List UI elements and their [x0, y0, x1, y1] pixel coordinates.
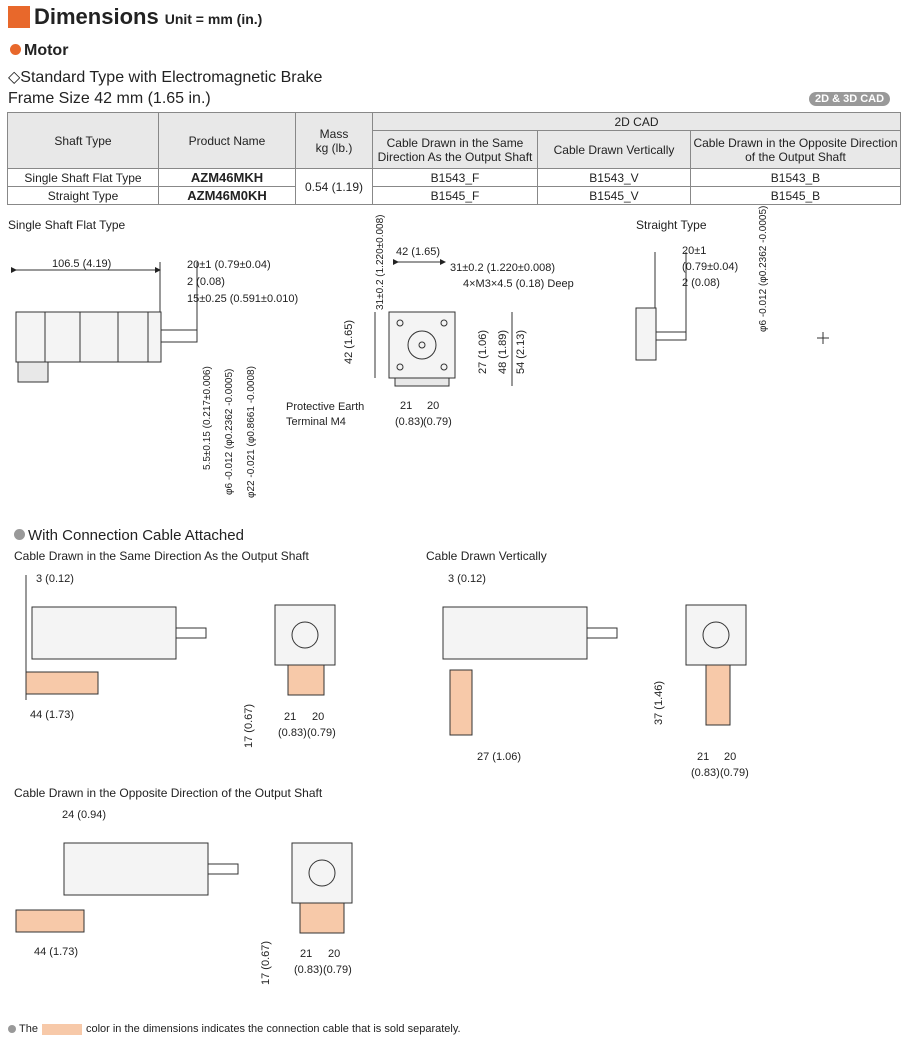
- c-dim-20a: 20: [312, 711, 324, 723]
- table-row: Straight Type AZM46M0KH B1545_F B1545_V …: [7, 186, 901, 205]
- page-title: Dimensions: [34, 4, 159, 29]
- page-heading: Dimensions Unit = mm (in.): [8, 4, 262, 30]
- dim-27: 27 (1.06): [477, 330, 489, 374]
- cable-same-front: [274, 604, 336, 696]
- cable-vert-title: Cable Drawn Vertically: [426, 549, 547, 563]
- c-dim-083a: (0.83): [278, 727, 307, 739]
- c-dim-083b: (0.83): [691, 767, 720, 779]
- pe-label2: Terminal M4: [286, 416, 346, 428]
- c-dim-20b: 20: [724, 751, 736, 763]
- dim-6: φ6 -0.012 (φ0.2362 -0.0005): [224, 369, 235, 495]
- col-shaft-type: Shaft Type: [7, 112, 159, 169]
- bullet-icon: [8, 1025, 16, 1033]
- motor-label: Motor: [24, 42, 69, 59]
- s-dim-20: 20±1: [682, 245, 706, 257]
- c-dim-44b: 44 (1.73): [34, 946, 78, 958]
- dim-15: 15±0.25 (0.591±0.010): [187, 293, 298, 305]
- cell-mass: 0.54 (1.19): [295, 168, 373, 205]
- col-cable-same: Cable Drawn in the Same Direction As the…: [372, 130, 538, 169]
- c-dim-27: 27 (1.06): [477, 751, 521, 763]
- unit-label: Unit = mm (in.): [164, 11, 263, 27]
- s-dim-079: (0.79±0.04): [682, 261, 738, 273]
- dim-1065: 106.5 (4.19): [52, 258, 111, 270]
- cable-opposite-side: [15, 842, 239, 933]
- c-dim-24: 24 (0.94): [62, 809, 106, 821]
- col-cable-opposite: Cable Drawn in the Opposite Direction of…: [690, 130, 901, 169]
- cable-opposite-front: [291, 842, 353, 934]
- c-dim-44: 44 (1.73): [30, 709, 74, 721]
- type-label: ◇Standard Type with Electromagnetic Brak…: [8, 69, 323, 86]
- table-row: Single Shaft Flat Type AZM46MKH 0.54 (1.…: [7, 168, 901, 205]
- dim-31v: 31±0.2 (1.220±0.008): [375, 215, 386, 311]
- dim-31: 31±0.2 (1.220±0.008): [450, 262, 555, 274]
- dim-55: 5.5±0.15 (0.217±0.006): [202, 366, 213, 470]
- dim-079: (0.79): [423, 416, 452, 428]
- cad-link-same[interactable]: B1545_F: [372, 186, 538, 205]
- dim-2: 2 (0.08): [187, 276, 225, 288]
- motor-heading: Motor: [10, 42, 68, 60]
- s-dim-2: 2 (0.08): [682, 277, 720, 289]
- cad-link-opposite[interactable]: B1545_B: [690, 186, 901, 205]
- cell-shaft: Straight Type: [7, 186, 159, 205]
- frame-label: Frame Size 42 mm (1.65 in.): [8, 90, 211, 107]
- dim-083: (0.83): [395, 416, 424, 428]
- c-dim-21a: 21: [284, 711, 296, 723]
- dim-20: 20±1 (0.79±0.04): [187, 259, 271, 271]
- c-dim-083c: (0.83): [294, 964, 323, 976]
- dim-42: 42 (1.65): [396, 246, 440, 258]
- dim-54: 54 (2.13): [515, 330, 527, 374]
- motor-front-view: [374, 259, 513, 387]
- dim-m3: 4×M3×4.5 (0.18) Deep: [463, 278, 574, 290]
- bullet-icon: [14, 529, 25, 540]
- cable-same-side: [25, 575, 207, 700]
- pe-label: Protective Earth: [286, 401, 364, 413]
- cable-same-title: Cable Drawn in the Same Direction As the…: [14, 549, 309, 563]
- dim-48: 48 (1.89): [497, 330, 509, 374]
- bullet-icon: [10, 44, 21, 55]
- col-mass: Mass kg (lb.): [295, 112, 373, 169]
- c-dim-079c: (0.79): [323, 964, 352, 976]
- c-dim-21c: 21: [300, 948, 312, 960]
- cable-opp-title: Cable Drawn in the Opposite Direction of…: [14, 786, 323, 800]
- c-dim-21b: 21: [697, 751, 709, 763]
- cad-badge[interactable]: 2D & 3D CAD: [809, 92, 891, 106]
- cell-product: AZM46M0KH: [158, 186, 296, 205]
- dim-20b: 20: [427, 400, 439, 412]
- s-dim-6: φ6 -0.012 (φ0.2362 -0.0005): [758, 206, 769, 332]
- dim-42v: 42 (1.65): [343, 320, 355, 364]
- cad-link-vertical[interactable]: B1545_V: [537, 186, 691, 205]
- c-dim-17: 17 (0.67): [243, 704, 255, 748]
- cable-vertical-front: [685, 604, 747, 726]
- col-cable-vertical: Cable Drawn Vertically: [537, 130, 691, 169]
- dim-22: φ22 -0.021 (φ0.8661 -0.0008): [246, 366, 257, 498]
- c-dim-3b: 3 (0.12): [448, 573, 486, 585]
- cable-vertical-side: [442, 606, 618, 736]
- c-dim-079a: (0.79): [307, 727, 336, 739]
- motor-side-view: [11, 262, 198, 383]
- cable-section-label: With Connection Cable Attached: [28, 527, 244, 544]
- c-dim-17b: 17 (0.67): [260, 941, 272, 985]
- cable-color-swatch: [41, 1023, 82, 1035]
- straight-shaft-view: [635, 252, 829, 361]
- cable-section-heading: With Connection Cable Attached: [14, 527, 244, 544]
- spec-table: Shaft Type Product Name Mass kg (lb.) 2D…: [7, 112, 901, 205]
- dim-21: 21: [400, 400, 412, 412]
- heading-square-icon: [8, 6, 30, 28]
- col-2d-cad: 2D CAD: [372, 112, 901, 131]
- footnote: The color in the dimensions indicates th…: [8, 1023, 461, 1035]
- c-dim-20c: 20: [328, 948, 340, 960]
- footnote-pre: The: [19, 1023, 38, 1035]
- c-dim-3: 3 (0.12): [36, 573, 74, 585]
- footnote-post: color in the dimensions indicates the co…: [85, 1023, 461, 1035]
- c-dim-079b: (0.79): [720, 767, 749, 779]
- label-single-flat: Single Shaft Flat Type: [8, 218, 126, 232]
- col-product-name: Product Name: [158, 112, 296, 169]
- label-straight: Straight Type: [636, 218, 707, 232]
- c-dim-37: 37 (1.46): [653, 681, 665, 725]
